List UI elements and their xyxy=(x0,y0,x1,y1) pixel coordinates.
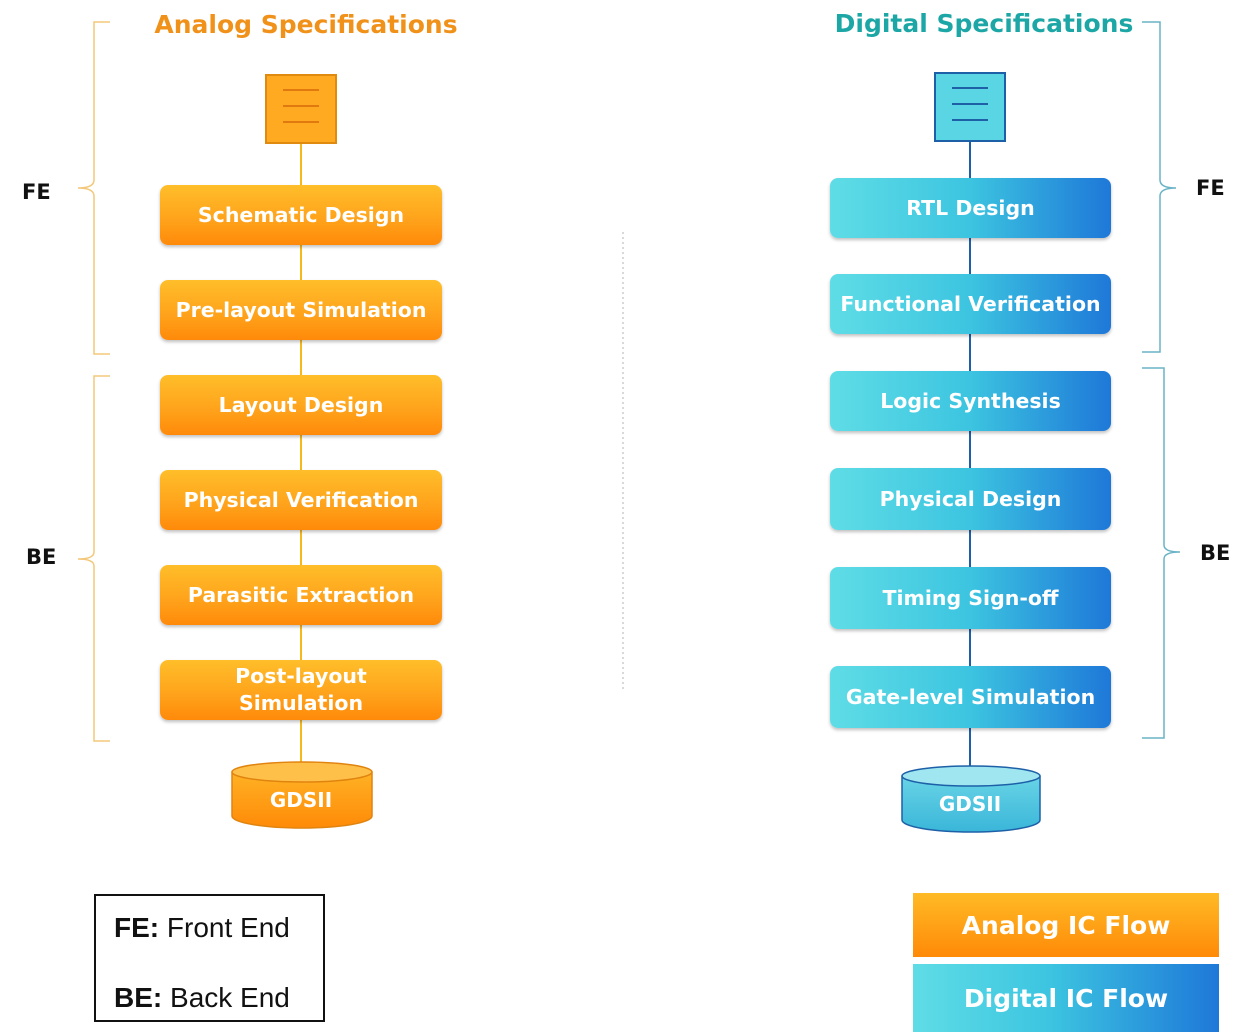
digital-document-icon xyxy=(934,72,1006,142)
legend-fe-text: Front End xyxy=(166,912,290,943)
digital-step-timing-sign-off: Timing Sign-off xyxy=(830,567,1111,629)
analog-step-pre-layout-simulation: Pre-layout Simulation xyxy=(160,280,442,340)
analog-fe-bracket xyxy=(77,21,110,355)
digital-step-physical-design: Physical Design xyxy=(830,468,1111,530)
digital-connector-line xyxy=(969,140,971,770)
digital-step-functional-verification: Functional Verification xyxy=(830,274,1111,334)
analog-be-label: BE xyxy=(26,545,57,569)
digital-fe-bracket xyxy=(1142,21,1177,353)
digital-flow-key: Digital IC Flow xyxy=(913,964,1219,1032)
digital-step-logic-synthesis: Logic Synthesis xyxy=(830,371,1111,431)
legend-be-abbr: BE: xyxy=(114,982,163,1013)
digital-gdsii-label: GDSII xyxy=(938,792,1002,816)
analog-step-post-layout-simulation: Post-layout Simulation xyxy=(160,660,442,720)
analog-document-icon xyxy=(265,74,337,144)
analog-gdsii-database-icon xyxy=(231,761,373,829)
abbreviation-legend: FE: Front End BE: Back End xyxy=(94,894,325,1022)
legend-be-text: Back End xyxy=(170,982,290,1013)
digital-be-bracket xyxy=(1142,367,1181,739)
legend-fe-line: FE: Front End xyxy=(114,912,290,944)
analog-title: Analog Specifications xyxy=(154,10,458,39)
analog-step-schematic-design: Schematic Design xyxy=(160,185,442,245)
analog-step-physical-verification: Physical Verification xyxy=(160,470,442,530)
analog-be-bracket xyxy=(77,375,110,742)
digital-step-gate-level-simulation: Gate-level Simulation xyxy=(830,666,1111,728)
analog-flow-key: Analog IC Flow xyxy=(913,893,1219,957)
digital-title: Digital Specifications xyxy=(834,9,1134,38)
digital-step-rtl-design: RTL Design xyxy=(830,178,1111,238)
analog-step-parasitic-extraction: Parasitic Extraction xyxy=(160,565,442,625)
analog-gdsii-label: GDSII xyxy=(269,788,333,812)
analog-fe-label: FE xyxy=(22,180,51,204)
legend-fe-abbr: FE: xyxy=(114,912,160,943)
analog-connector-line xyxy=(300,142,302,767)
digital-be-label: BE xyxy=(1200,541,1231,565)
analog-step-layout-design: Layout Design xyxy=(160,375,442,435)
digital-gdsii-database-icon xyxy=(901,765,1041,833)
digital-fe-label: FE xyxy=(1196,176,1225,200)
legend-be-line: BE: Back End xyxy=(114,982,290,1014)
